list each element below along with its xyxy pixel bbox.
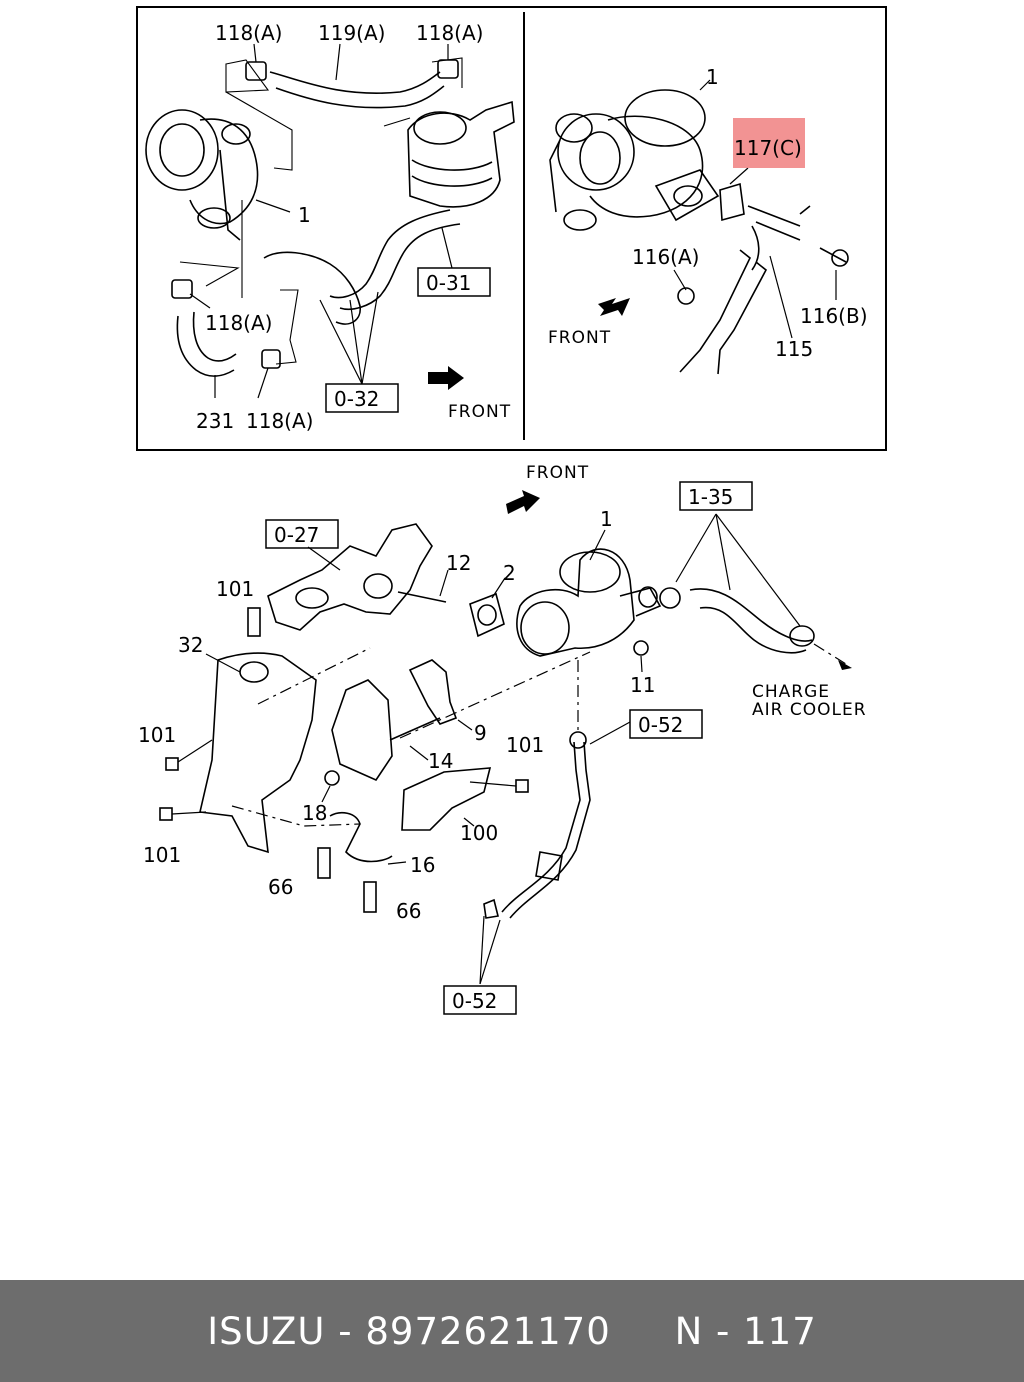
label-0-27: 0-27 <box>274 523 319 547</box>
label-front-inset-left: FRONT <box>448 402 511 422</box>
label-0-52-b: 0-52 <box>452 989 497 1013</box>
label-11: 11 <box>630 673 655 697</box>
callout-box-0-27 <box>265 519 339 549</box>
label-0-32: 0-32 <box>334 387 379 411</box>
label-charge-line1: CHARGE <box>752 682 830 702</box>
callout-box-0-32 <box>325 383 399 413</box>
callout-box-0-52-b <box>443 985 517 1015</box>
highlight-117c <box>733 118 805 168</box>
footer-gap <box>611 1310 675 1353</box>
label-18: 18 <box>302 801 327 825</box>
label-32: 32 <box>178 633 203 657</box>
label-1-35: 1-35 <box>688 485 733 509</box>
label-101-d: 101 <box>143 843 181 867</box>
label-0-31: 0-31 <box>426 271 471 295</box>
label-1-inset-right: 1 <box>706 65 719 89</box>
footer-bar: ISUZU - 8972621170 N - 117 <box>0 1280 1024 1382</box>
label-66-b: 66 <box>396 899 421 923</box>
label-101-a: 101 <box>216 577 254 601</box>
footer-brand: ISUZU <box>207 1309 326 1353</box>
label-charge-line2: AIR COOLER <box>752 700 867 720</box>
label-117c: 117(C) <box>734 136 802 160</box>
label-115: 115 <box>775 337 813 361</box>
label-12: 12 <box>446 551 471 575</box>
callout-box-0-31 <box>417 267 491 297</box>
label-front-main: FRONT <box>526 463 589 483</box>
label-9: 9 <box>474 721 487 745</box>
parts-diagram: 118(A) 119(A) 118(A) 1 0-31 118(A) 0-32 … <box>136 6 887 1015</box>
label-front-inset-right: FRONT <box>548 328 611 348</box>
footer-part-number: 8972621170 <box>365 1309 611 1353</box>
footer-separator: - <box>325 1309 366 1353</box>
label-119a: 119(A) <box>318 21 385 45</box>
label-231: 231 <box>196 409 234 433</box>
main-drawing <box>159 490 852 985</box>
callout-box-0-52-a <box>629 709 703 739</box>
label-118a-top-right: 118(A) <box>416 21 483 45</box>
label-116b: 116(B) <box>800 304 868 328</box>
label-66-a: 66 <box>268 875 293 899</box>
right-inset-drawing <box>549 79 849 375</box>
label-2: 2 <box>503 561 516 585</box>
callout-box-1-35 <box>679 481 753 511</box>
label-101-c: 101 <box>506 733 544 757</box>
label-100: 100 <box>460 821 498 845</box>
label-1-inset-left: 1 <box>298 203 311 227</box>
left-inset-drawing <box>145 43 515 399</box>
label-118a-bottom: 118(A) <box>246 409 313 433</box>
label-116a: 116(A) <box>632 245 699 269</box>
label-101-b: 101 <box>138 723 176 747</box>
label-14: 14 <box>428 749 453 773</box>
inset-frame <box>136 6 887 451</box>
label-1-main: 1 <box>600 507 613 531</box>
footer-page-ref: N - 117 <box>674 1309 817 1353</box>
label-118a-mid: 118(A) <box>205 311 272 335</box>
label-118a-top-left: 118(A) <box>215 21 282 45</box>
label-16: 16 <box>410 853 435 877</box>
label-0-52-a: 0-52 <box>638 713 683 737</box>
